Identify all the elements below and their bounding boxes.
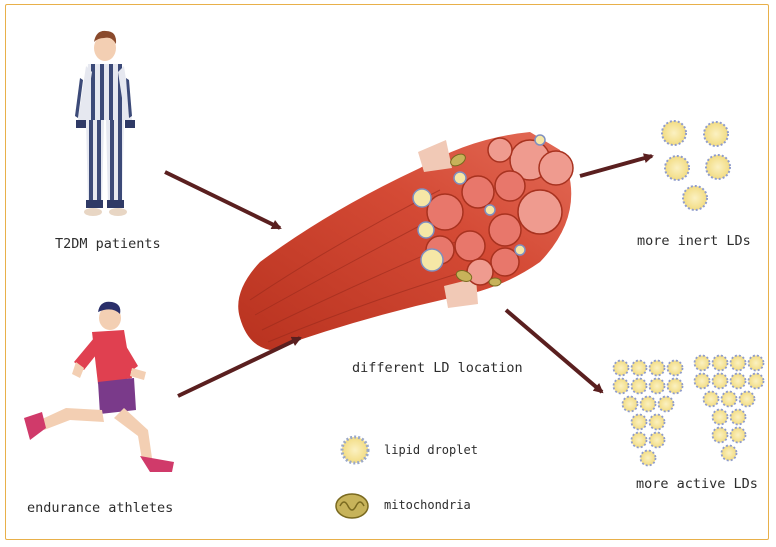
muscle-bundle xyxy=(238,132,573,350)
lipid-droplet-legend-icon xyxy=(342,437,368,463)
athlete-front-leg xyxy=(114,408,152,460)
mitochondria-legend-icon xyxy=(336,494,368,518)
athlete-back-shoe xyxy=(24,412,46,440)
active-lipid-droplet xyxy=(740,392,755,407)
active-lipid-droplet xyxy=(632,433,647,448)
arrow-to-active xyxy=(506,310,602,392)
active-lipid-droplet xyxy=(650,361,665,376)
active-lipid-droplet xyxy=(632,361,647,376)
active-lipid-droplet xyxy=(695,356,710,371)
t2dm-patient-figure xyxy=(75,31,135,216)
active-lipid-droplet xyxy=(713,428,728,443)
active-lipid-droplet xyxy=(695,374,710,389)
active-lipid-droplet xyxy=(650,379,665,394)
active-lipid-droplet xyxy=(641,451,656,466)
active-lipid-droplet xyxy=(668,361,683,376)
active-lipid-droplet xyxy=(713,374,728,389)
label-more-active-lds: more active LDs xyxy=(636,476,758,492)
endurance-athlete-figure xyxy=(24,302,174,472)
active-lipid-droplet xyxy=(632,415,647,430)
active-lipid-droplet xyxy=(704,392,719,407)
label-endurance-athletes: endurance athletes xyxy=(27,500,173,516)
active-lipid-droplet xyxy=(614,361,629,376)
active-lipid-droplet xyxy=(650,433,665,448)
legend-mitochondria-label: mitochondria xyxy=(384,498,471,512)
active-lipid-droplet xyxy=(731,356,746,371)
active-lipid-droplet xyxy=(668,379,683,394)
active-lipid-droplet xyxy=(623,397,638,412)
patient-left-leg xyxy=(86,120,104,205)
label-different-ld-location: different LD location xyxy=(352,360,523,376)
arrow-athlete-to-muscle xyxy=(178,338,300,396)
active-lipid-droplets xyxy=(614,356,764,466)
active-lipid-droplet xyxy=(659,397,674,412)
athlete-front-shoe xyxy=(140,456,174,472)
active-lipid-droplet xyxy=(749,356,764,371)
active-lipid-droplet xyxy=(722,392,737,407)
arrow-to-inert xyxy=(580,156,652,176)
active-lipid-droplet xyxy=(731,428,746,443)
active-lipid-droplet xyxy=(614,379,629,394)
active-lipid-droplet xyxy=(650,415,665,430)
inert-lipid-droplets xyxy=(662,121,730,210)
active-lipid-droplet xyxy=(749,374,764,389)
active-lipid-droplet xyxy=(713,410,728,425)
active-lipid-droplet xyxy=(722,446,737,461)
arrow-t2dm-to-muscle xyxy=(165,172,280,228)
active-lipid-droplet xyxy=(731,410,746,425)
label-more-inert-lds: more inert LDs xyxy=(637,233,751,249)
label-t2dm-patients: T2DM patients xyxy=(55,236,161,252)
athlete-back-leg xyxy=(40,408,104,430)
active-lipid-droplet xyxy=(641,397,656,412)
active-lipid-droplet xyxy=(632,379,647,394)
active-lipid-droplet xyxy=(731,374,746,389)
connective-tissue xyxy=(418,140,452,172)
athlete-shorts xyxy=(98,378,136,414)
active-lipid-droplet xyxy=(713,356,728,371)
legend-lipid-droplet-label: lipid droplet xyxy=(384,443,478,457)
